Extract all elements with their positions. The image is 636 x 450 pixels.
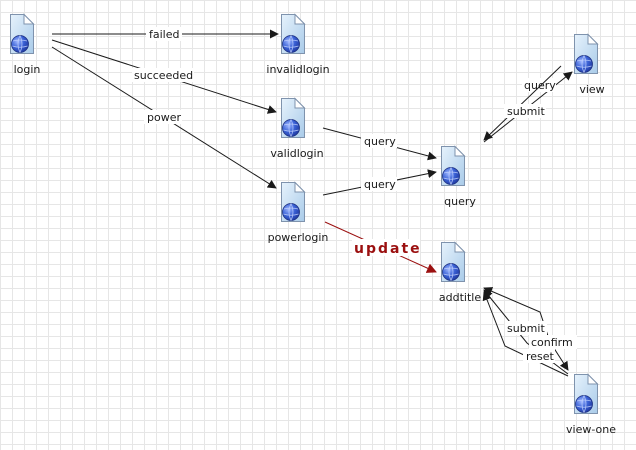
node-query[interactable]: query <box>441 146 477 209</box>
edge-label-query-2: query <box>364 178 396 191</box>
node-label-invalidlogin: invalidlogin <box>266 63 329 76</box>
nodes-layer: login invalidlogin validlogin powerlogin… <box>10 14 616 437</box>
node-powerlogin[interactable]: powerlogin <box>268 182 329 245</box>
node-addtitle[interactable]: addtitle <box>439 242 481 305</box>
node-label-powerlogin: powerlogin <box>268 231 329 244</box>
node-label-query: query <box>444 195 476 208</box>
edge-view-one-to-addtitle-submit[interactable] <box>483 289 569 375</box>
edge-label-reset: reset <box>526 350 555 363</box>
edge-label-failed: failed <box>149 28 179 41</box>
edge-powerlogin-to-query[interactable]: query <box>322 169 437 196</box>
web-page-globe-icon <box>441 242 465 282</box>
node-view[interactable]: view <box>574 34 605 97</box>
edge-label-confirm: confirm <box>531 336 573 349</box>
edge-label-query-1: query <box>364 135 396 148</box>
edge-validlogin-to-query[interactable]: query <box>322 127 437 161</box>
node-invalidlogin[interactable]: invalidlogin <box>266 14 330 77</box>
edges-layer: failed succeeded power query query <box>51 27 577 377</box>
node-validlogin[interactable]: validlogin <box>270 98 324 161</box>
edge-view-one-to-addtitle-reset[interactable] <box>482 291 569 377</box>
web-page-globe-icon <box>281 182 305 222</box>
edge-label-submit-1: submit <box>507 105 545 118</box>
node-label-login: login <box>14 63 41 76</box>
node-label-view-one: view-one <box>566 423 616 436</box>
edge-login-to-powerlogin[interactable]: power <box>51 46 277 189</box>
edge-login-to-validlogin[interactable]: succeeded <box>51 39 277 114</box>
web-page-globe-icon <box>10 14 34 54</box>
edge-label-update: update <box>354 241 422 257</box>
node-label-validlogin: validlogin <box>270 147 323 160</box>
web-page-globe-icon <box>574 34 598 74</box>
node-label-addtitle: addtitle <box>439 291 481 304</box>
web-page-globe-icon <box>281 14 305 54</box>
edge-login-to-invalidlogin[interactable]: failed <box>52 27 279 41</box>
web-page-globe-icon <box>441 146 465 186</box>
node-view-one[interactable]: view-one <box>566 374 616 437</box>
web-page-globe-icon <box>281 98 305 138</box>
edge-powerlogin-to-addtitle[interactable]: update <box>324 221 437 273</box>
edge-label-submit-2: submit <box>507 322 545 335</box>
edge-label-succeeded: succeeded <box>134 69 193 82</box>
web-page-globe-icon <box>574 374 598 414</box>
edge-label-power: power <box>147 111 181 124</box>
node-login[interactable]: login <box>10 14 41 77</box>
node-label-view: view <box>579 83 604 96</box>
edge-view-to-query[interactable]: submit <box>483 65 562 141</box>
